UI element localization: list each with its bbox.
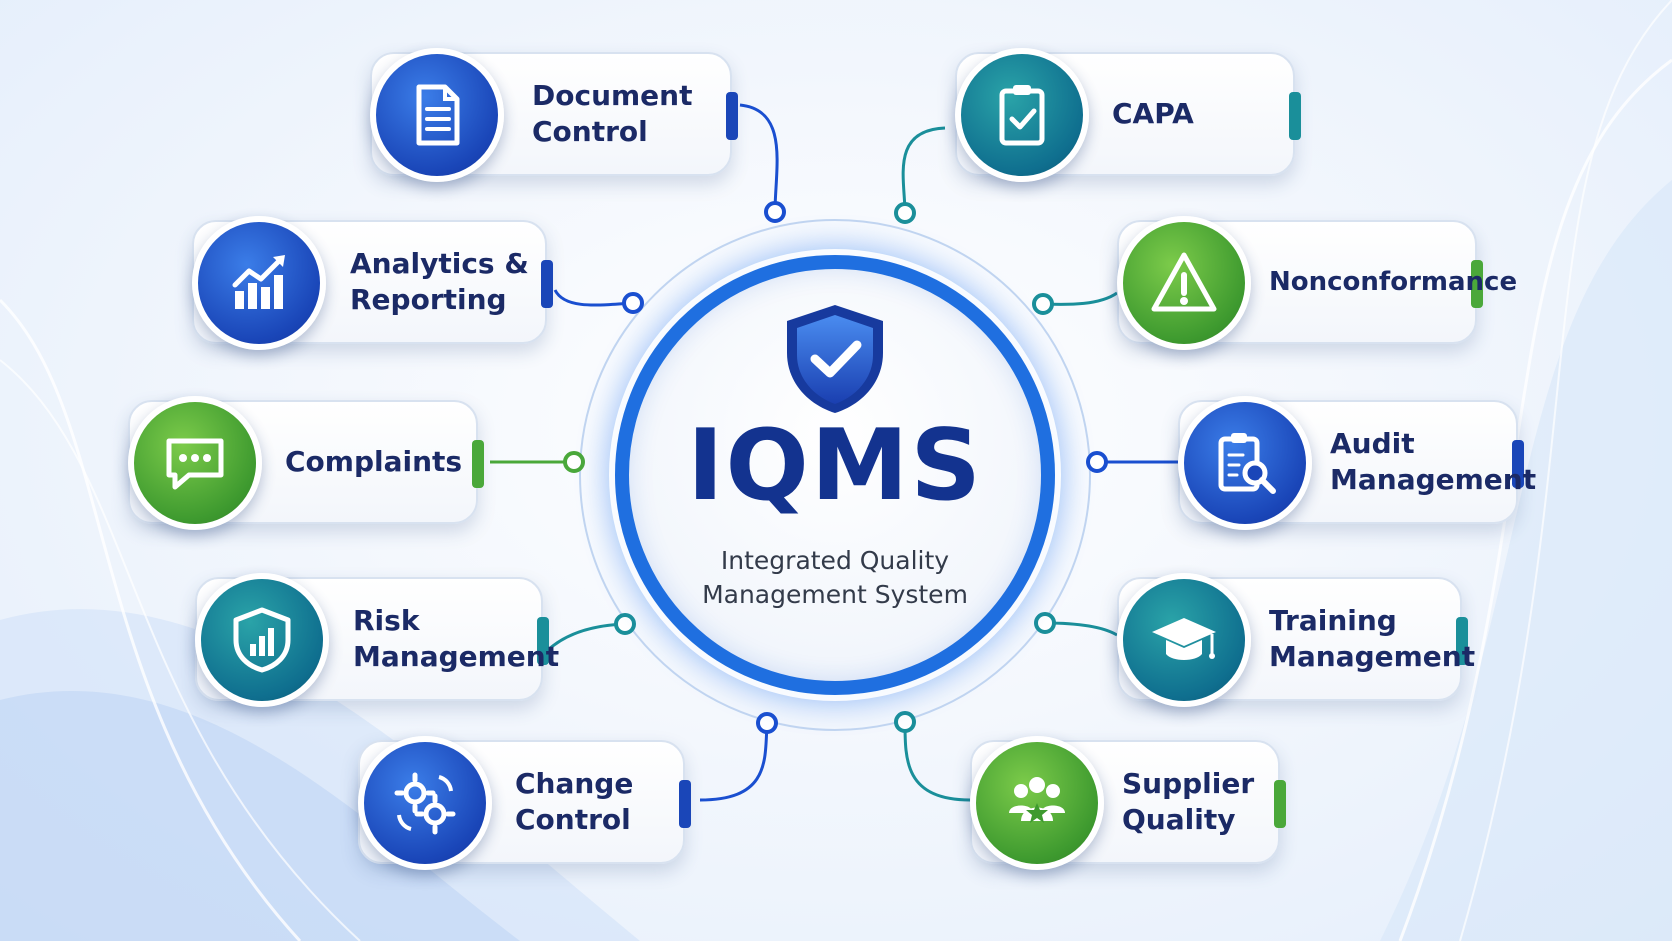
card-tab xyxy=(726,92,738,140)
document-icon xyxy=(370,48,504,182)
node-training-management xyxy=(1034,612,1056,634)
node-document-control xyxy=(764,201,786,223)
connector-change-control xyxy=(699,722,769,802)
connector-capa xyxy=(901,126,946,214)
connector-analytics-reporting xyxy=(553,289,634,307)
node-risk-management xyxy=(614,613,636,635)
bar-chart-up-icon xyxy=(192,216,326,350)
shield-chart-icon xyxy=(195,573,329,707)
node-supplier-quality xyxy=(894,711,916,733)
hub-title: IQMS xyxy=(687,409,983,523)
iqms-hub[interactable]: IQMS Integrated Quality Management Syste… xyxy=(615,255,1055,695)
node-capa xyxy=(894,202,916,224)
node-nonconformance xyxy=(1032,293,1054,315)
card-tab xyxy=(1471,260,1483,308)
card-tab xyxy=(1456,617,1468,665)
card-tab xyxy=(679,780,691,828)
gears-icon xyxy=(358,736,492,870)
card-tab xyxy=(1512,440,1524,488)
module-label: Complaints xyxy=(285,445,463,478)
module-label: Analytics &Reporting xyxy=(350,247,529,316)
card-tab xyxy=(537,617,549,665)
module-label: CAPA xyxy=(1112,97,1194,130)
card-tab xyxy=(1274,780,1286,828)
card-tab xyxy=(541,260,553,308)
graduation-cap-icon xyxy=(1117,573,1251,707)
module-capa[interactable]: CAPA xyxy=(955,48,1301,182)
people-star-icon xyxy=(970,736,1104,870)
card-tab xyxy=(472,440,484,488)
connector-risk-management xyxy=(546,622,626,652)
node-complaints xyxy=(563,451,585,473)
clipboard-check-icon xyxy=(955,48,1089,182)
warning-icon xyxy=(1117,216,1251,350)
card-tab xyxy=(1289,92,1301,140)
connector-nonconformance xyxy=(1042,291,1118,306)
node-audit-management xyxy=(1086,451,1108,473)
module-complaints[interactable]: Complaints xyxy=(128,396,484,530)
node-change-control xyxy=(756,712,778,734)
hub-subtitle: Integrated Quality Management System xyxy=(702,546,968,609)
module-label: Nonconformance xyxy=(1269,267,1518,297)
connector-document-control xyxy=(739,103,779,213)
clipboard-search-icon xyxy=(1178,396,1312,530)
node-analytics-reporting xyxy=(622,292,644,314)
speech-bubble-icon xyxy=(128,396,262,530)
shield-check-icon xyxy=(787,305,883,413)
connector-supplier-quality xyxy=(903,721,971,802)
module-analytics-reporting[interactable]: Analytics &Reporting xyxy=(192,216,553,350)
module-nonconformance[interactable]: Nonconformance xyxy=(1117,216,1517,350)
